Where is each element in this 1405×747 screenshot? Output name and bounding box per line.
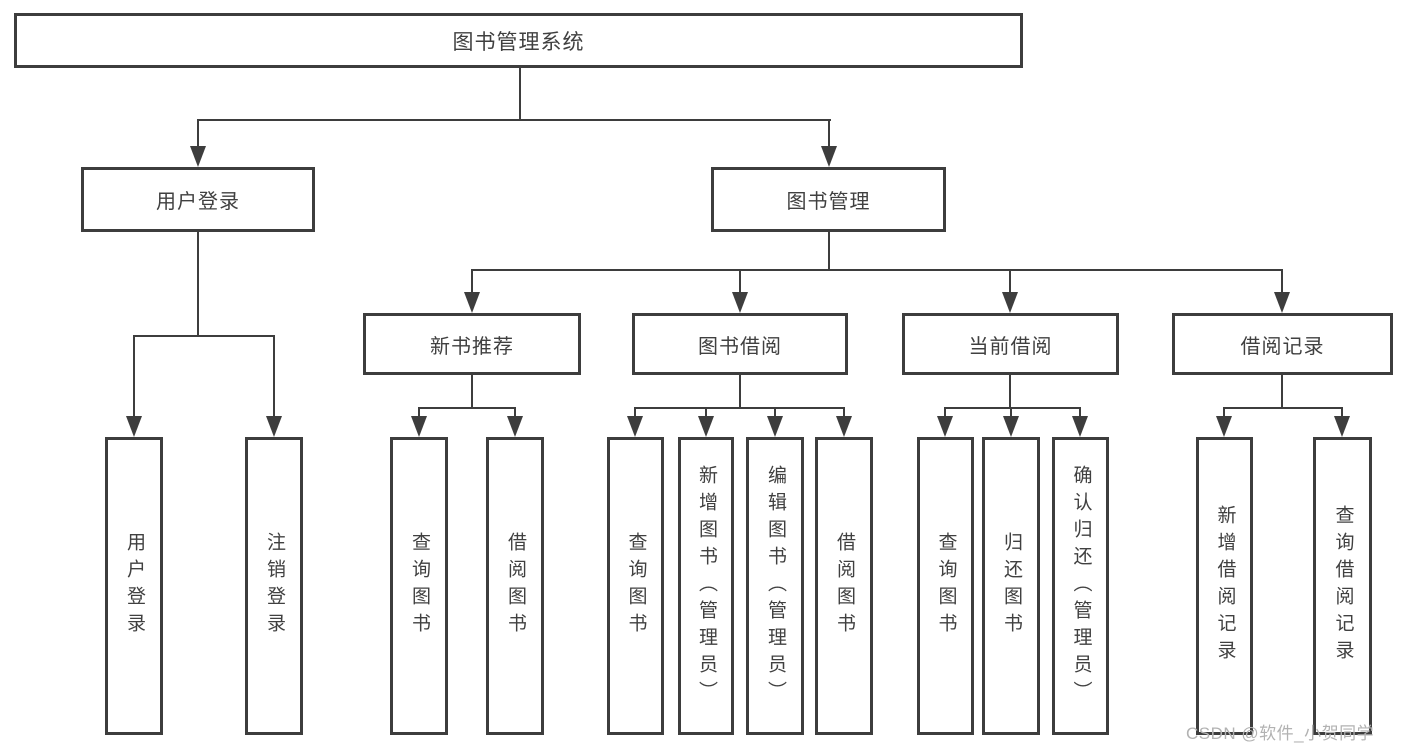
leaf-user-login: 用户登录	[105, 437, 163, 735]
node-label: 新书推荐	[430, 335, 514, 358]
connector-stub	[514, 408, 516, 418]
leaf-add-books-admin: 新增图书（管理员）	[678, 437, 734, 735]
connector-user-login-rail	[133, 335, 275, 337]
connector-current-rail	[944, 407, 1081, 409]
node-label: 用户登录	[156, 191, 240, 213]
connector-stub	[1341, 408, 1343, 418]
leaf-label: 查询图书	[935, 532, 957, 640]
leaf-add-borrow-record: 新增借阅记录	[1196, 437, 1253, 735]
connector-stub	[634, 408, 636, 418]
connector-recommend-drop	[471, 375, 473, 409]
arrowhead-borrowing	[732, 292, 748, 313]
arrowhead-leaf	[698, 416, 714, 437]
leaf-edit-books-admin: 编辑图书（管理员）	[746, 437, 804, 735]
connector-stub-book-mgmt	[828, 120, 830, 148]
arrowhead-leaf	[937, 416, 953, 437]
arrowhead-leaf-login	[126, 416, 142, 437]
leaf-label: 确认归还（管理员）	[1070, 464, 1092, 708]
connector-stub	[1010, 408, 1012, 418]
leaf-return-books: 归还图书	[982, 437, 1040, 735]
leaf-label: 用户登录	[123, 532, 145, 640]
connector-current-drop	[1009, 375, 1011, 409]
connector-book-mgmt-drop	[828, 232, 830, 271]
leaf-label: 查询图书	[408, 532, 430, 640]
node-user-login-branch: 用户登录	[81, 167, 315, 232]
arrowhead-leaf	[411, 416, 427, 437]
connector-stub	[418, 408, 420, 418]
node-label: 图书管理	[786, 191, 871, 213]
arrowhead-recommend	[464, 292, 480, 313]
node-label: 图书借阅	[698, 335, 782, 358]
connector-records-rail	[1223, 407, 1343, 409]
leaf-query-books-borrowing: 查询图书	[607, 437, 664, 735]
connector-borrowing-drop	[739, 375, 741, 409]
arrowhead-leaf	[836, 416, 852, 437]
connector-stub-user-login	[197, 120, 199, 148]
connector-root-drop	[519, 68, 521, 120]
node-label: 图书管理系统	[452, 30, 585, 54]
leaf-logout: 注销登录	[245, 437, 303, 735]
node-library-management-system: 图书管理系统	[14, 13, 1023, 68]
connector-stub	[774, 408, 776, 418]
connector-stub-leaf-logout	[273, 336, 275, 418]
arrowhead-leaf-logout	[266, 416, 282, 437]
leaf-label: 新增借阅记录	[1214, 505, 1236, 667]
node-book-borrowing: 图书借阅	[632, 313, 848, 375]
leaf-label: 查询图书	[625, 532, 647, 640]
csdn-watermark: CSDN @软件_小贺同学	[1186, 724, 1375, 743]
leaf-label: 注销登录	[263, 532, 285, 640]
connector-borrowing-rail	[634, 407, 845, 409]
arrowhead-user-login	[190, 146, 206, 167]
arrowhead-leaf	[1216, 416, 1232, 437]
connector-stub	[1223, 408, 1225, 418]
connector-level1-rail	[197, 119, 831, 121]
arrowhead-records	[1274, 292, 1290, 313]
node-new-book-recommendation: 新书推荐	[363, 313, 581, 375]
leaf-label: 借阅图书	[504, 532, 526, 640]
arrowhead-book-mgmt	[821, 146, 837, 167]
leaf-borrow-books-recommend: 借阅图书	[486, 437, 544, 735]
leaf-query-borrow-record: 查询借阅记录	[1313, 437, 1372, 735]
leaf-label: 查询借阅记录	[1332, 505, 1354, 667]
connector-records-drop	[1281, 375, 1283, 409]
node-label: 当前借阅	[968, 335, 1053, 358]
connector-stub-records	[1281, 270, 1283, 294]
node-current-borrowing: 当前借阅	[902, 313, 1119, 375]
connector-stub	[944, 408, 946, 418]
connector-stub-recommend	[471, 270, 473, 294]
connector-level2-rail	[471, 269, 1283, 271]
node-label: 借阅记录	[1240, 335, 1325, 358]
connector-user-login-drop	[197, 232, 199, 337]
leaf-label: 新增图书（管理员）	[695, 464, 717, 708]
leaf-borrow-books: 借阅图书	[815, 437, 873, 735]
arrowhead-leaf	[1003, 416, 1019, 437]
leaf-confirm-return-admin: 确认归还（管理员）	[1052, 437, 1109, 735]
arrowhead-leaf	[1072, 416, 1088, 437]
connector-stub-leaf-login	[133, 336, 135, 418]
connector-stub-borrowing	[739, 270, 741, 294]
leaf-label: 借阅图书	[833, 532, 855, 640]
arrowhead-current	[1002, 292, 1018, 313]
leaf-label: 归还图书	[1000, 532, 1022, 640]
node-book-management-branch: 图书管理	[711, 167, 946, 232]
leaf-label: 编辑图书（管理员）	[764, 464, 786, 708]
arrowhead-leaf	[507, 416, 523, 437]
connector-stub	[705, 408, 707, 418]
arrowhead-leaf	[1334, 416, 1350, 437]
connector-stub-current	[1009, 270, 1011, 294]
connector-recommend-rail	[418, 407, 516, 409]
arrowhead-leaf	[767, 416, 783, 437]
arrowhead-leaf	[627, 416, 643, 437]
connector-stub	[843, 408, 845, 418]
leaf-query-books-recommend: 查询图书	[390, 437, 448, 735]
leaf-query-books-current: 查询图书	[917, 437, 974, 735]
node-borrowing-records: 借阅记录	[1172, 313, 1393, 375]
connector-stub	[1079, 408, 1081, 418]
